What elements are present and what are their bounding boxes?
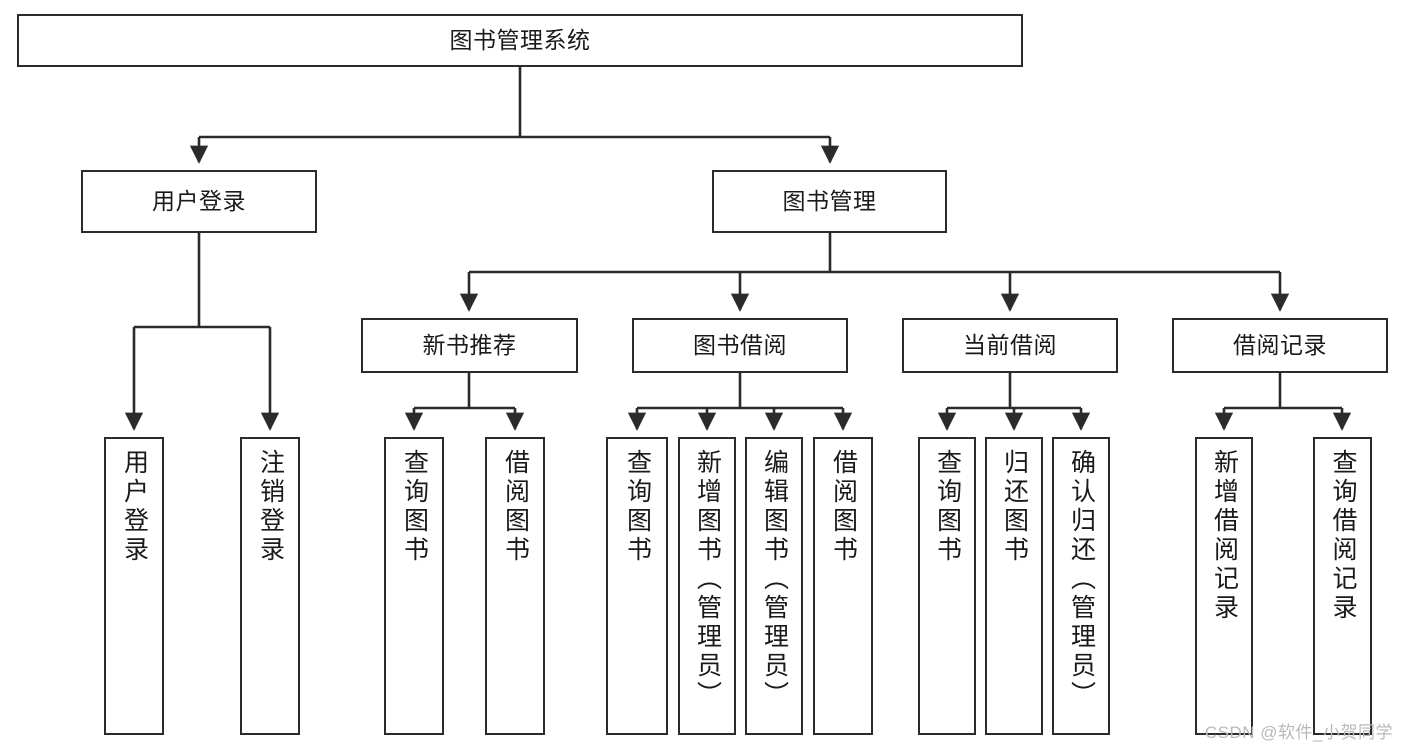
node-label: 用户登录 xyxy=(152,188,246,215)
node-leaf-borrow-book[interactable]: 借阅图书 xyxy=(813,437,873,735)
node-label: 查询图书 xyxy=(623,449,652,565)
node-label: 归还图书 xyxy=(1000,449,1029,565)
node-leaf-add-borrow-record[interactable]: 新增借阅记录 xyxy=(1195,437,1253,735)
node-label: 借阅图书 xyxy=(829,449,858,565)
node-leaf-query-book-borrow[interactable]: 查询图书 xyxy=(606,437,668,735)
node-label: 查询图书 xyxy=(400,449,429,565)
node-label: 查询图书 xyxy=(933,449,962,565)
node-label: 注销登录 xyxy=(256,449,285,565)
node-label: 图书管理系统 xyxy=(449,27,591,54)
node-leaf-query-book-recommend[interactable]: 查询图书 xyxy=(384,437,444,735)
node-leaf-confirm-return-admin[interactable]: 确认归还（管理员） xyxy=(1052,437,1110,735)
node-label: 新书推荐 xyxy=(422,332,517,359)
node-leaf-logout[interactable]: 注销登录 xyxy=(240,437,300,735)
node-label: 借阅记录 xyxy=(1233,332,1327,359)
node-root-system[interactable]: 图书管理系统 xyxy=(17,14,1023,67)
node-label: 新增图书（管理员） xyxy=(693,449,722,710)
node-leaf-query-book-current[interactable]: 查询图书 xyxy=(918,437,976,735)
node-book-management[interactable]: 图书管理 xyxy=(712,170,947,233)
node-leaf-add-book-admin[interactable]: 新增图书（管理员） xyxy=(678,437,736,735)
node-label: 当前借阅 xyxy=(963,332,1057,359)
node-label: 用户登录 xyxy=(120,449,149,565)
node-leaf-user-login[interactable]: 用户登录 xyxy=(104,437,164,735)
node-borrow-records[interactable]: 借阅记录 xyxy=(1172,318,1388,373)
node-leaf-query-borrow-record[interactable]: 查询借阅记录 xyxy=(1313,437,1372,735)
node-label: 编辑图书（管理员） xyxy=(760,449,789,710)
node-label: 确认归还（管理员） xyxy=(1067,449,1096,710)
node-label: 借阅图书 xyxy=(501,449,530,565)
node-label: 新增借阅记录 xyxy=(1210,449,1239,623)
node-leaf-return-book[interactable]: 归还图书 xyxy=(985,437,1043,735)
node-user-login[interactable]: 用户登录 xyxy=(81,170,317,233)
node-leaf-edit-book-admin[interactable]: 编辑图书（管理员） xyxy=(745,437,803,735)
node-book-borrowing[interactable]: 图书借阅 xyxy=(632,318,848,373)
node-label: 图书管理 xyxy=(782,188,877,215)
node-leaf-borrow-book-recommend[interactable]: 借阅图书 xyxy=(485,437,545,735)
node-current-borrowing[interactable]: 当前借阅 xyxy=(902,318,1118,373)
node-label: 图书借阅 xyxy=(693,332,787,359)
node-new-book-recommendation[interactable]: 新书推荐 xyxy=(361,318,578,373)
watermark-text: CSDN @软件_小贺同学 xyxy=(1204,723,1393,742)
node-label: 查询借阅记录 xyxy=(1329,449,1357,623)
